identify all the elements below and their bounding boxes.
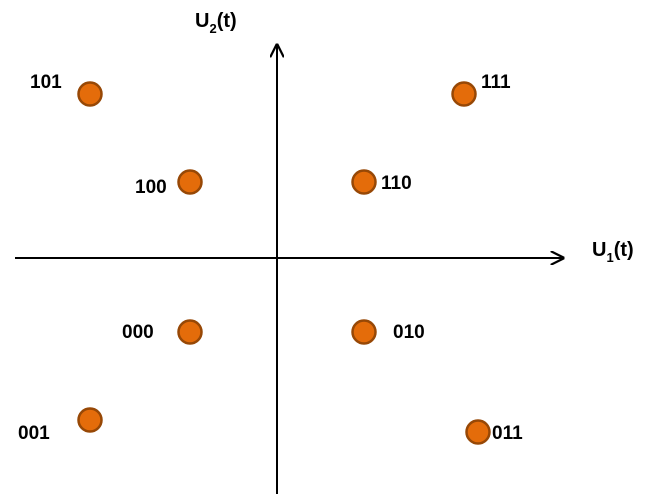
horizontal-axis-label: U1(t)	[592, 239, 634, 265]
point-label: 010	[393, 322, 425, 343]
point-label: 001	[18, 423, 50, 444]
constellation-point	[351, 319, 377, 345]
constellation-point	[77, 81, 103, 107]
constellation-point	[177, 319, 203, 345]
constellation-point	[465, 419, 491, 445]
constellation-point	[177, 169, 203, 195]
point-label: 100	[135, 177, 167, 198]
point-label: 110	[381, 173, 412, 194]
point-label: 000	[122, 322, 154, 343]
constellation-point	[77, 407, 103, 433]
point-label: 101	[30, 72, 62, 93]
vertical-axis-label: U2(t)	[195, 10, 237, 36]
point-label: 111	[481, 72, 511, 93]
constellation-point	[351, 169, 377, 195]
constellation-point	[451, 81, 477, 107]
point-label: 011	[492, 423, 523, 444]
